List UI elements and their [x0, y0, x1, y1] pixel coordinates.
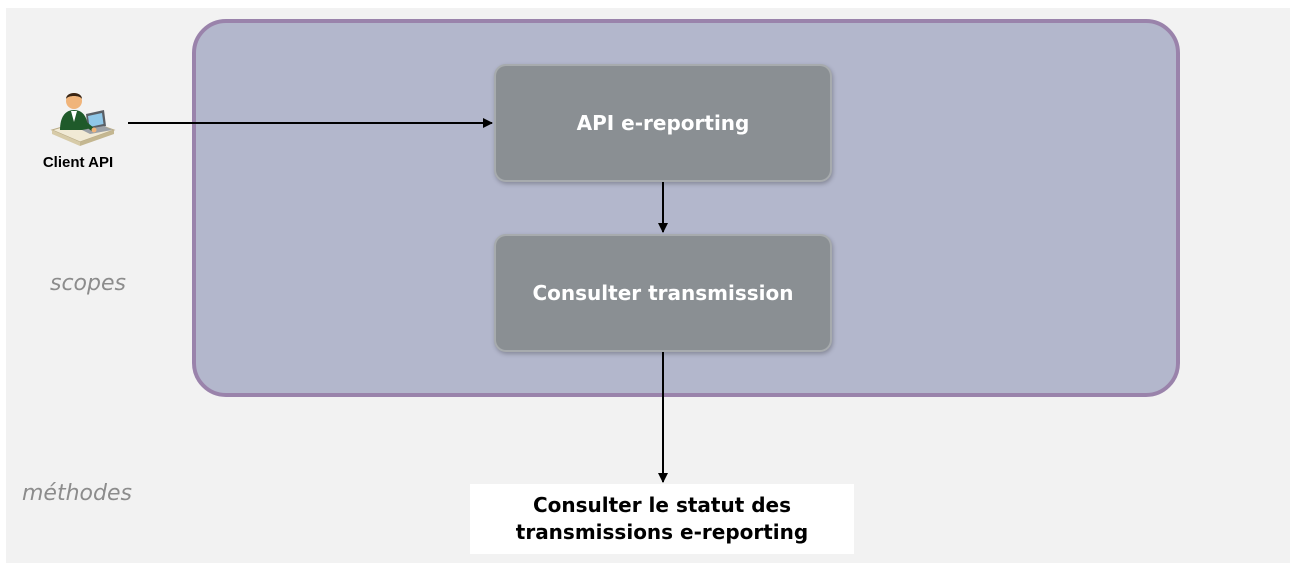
scopes-row-label: scopes [50, 271, 126, 296]
method-label-line-1: Consulter le statut des [532, 493, 792, 517]
api-e-reporting-node: API e-reporting [494, 64, 832, 182]
client-api-label: Client API [42, 154, 114, 171]
person-at-computer-icon [50, 93, 116, 146]
consulter-transmission-node: Consulter transmission [494, 234, 832, 352]
method-box: Consulter le statut des transmissions e-… [470, 484, 854, 554]
methodes-row-label: méthodes [22, 481, 132, 506]
client-api: Client API [28, 86, 138, 181]
consulter-transmission-label: Consulter transmission [532, 281, 794, 305]
api-e-reporting-label: API e-reporting [576, 111, 750, 135]
method-label-line-2: transmissions e-reporting [515, 520, 809, 544]
